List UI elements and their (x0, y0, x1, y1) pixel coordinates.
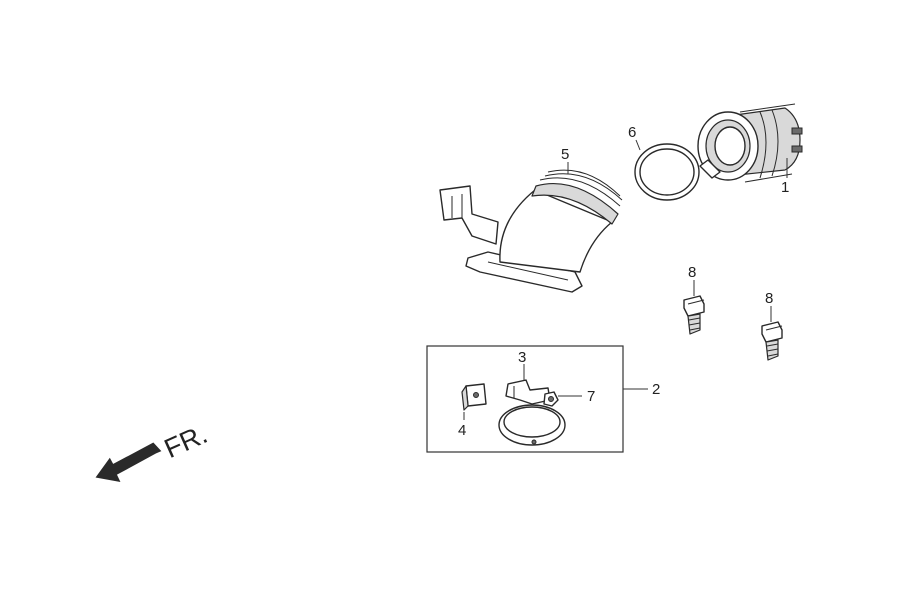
label-part-6: 6 (628, 124, 636, 141)
part-8-bolt-upper (683, 280, 705, 335)
label-part-7: 7 (587, 388, 595, 405)
part-7-clamp-screw (543, 391, 582, 407)
part-5-intake-pipe (439, 162, 623, 293)
part-3-hose-clamp (498, 364, 566, 446)
part-1-joint (697, 103, 803, 183)
label-part-8-lower: 8 (765, 290, 773, 307)
label-part-3: 3 (518, 349, 526, 366)
front-direction-label: FR. (160, 419, 212, 464)
label-part-1: 1 (781, 179, 789, 196)
part-8-bolt-lower (761, 306, 783, 361)
label-part-8-upper: 8 (688, 264, 696, 281)
part-6-o-ring (634, 139, 700, 201)
part-4-nut-plate (461, 383, 487, 420)
label-part-2: 2 (652, 381, 660, 398)
label-part-5: 5 (561, 146, 569, 163)
part-2-clamp-kit-box (426, 345, 648, 453)
front-direction-arrow-icon (95, 442, 162, 483)
label-part-4: 4 (458, 422, 466, 439)
